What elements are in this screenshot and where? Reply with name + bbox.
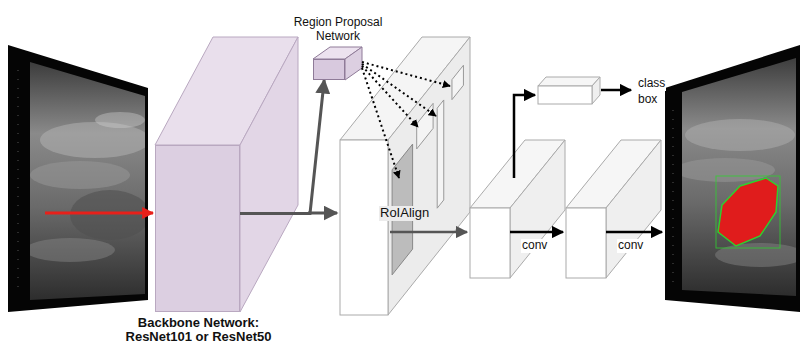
conv-label: conv bbox=[617, 239, 644, 253]
backbone-box: Backbone Network: ResNet101 or ResNet50 bbox=[155, 145, 240, 312]
output-image bbox=[665, 45, 805, 312]
head-block bbox=[470, 140, 565, 278]
output-label: box bbox=[637, 93, 658, 107]
rpn-block bbox=[313, 47, 362, 80]
node-label: Backbone Network: ResNet101 or ResNet50 bbox=[113, 316, 285, 343]
proposal-arrows bbox=[362, 62, 450, 178]
backbone-block bbox=[155, 37, 298, 312]
conv-label: conv bbox=[521, 239, 548, 253]
feature-arrow bbox=[308, 212, 337, 215]
feature-map bbox=[340, 37, 470, 315]
classifier-block bbox=[538, 77, 600, 104]
roialign-label: RoIAlign bbox=[379, 206, 430, 221]
output-label: class bbox=[637, 77, 666, 91]
rpn-box: Region Proposal Network bbox=[313, 59, 345, 80]
mask-block bbox=[566, 140, 661, 278]
conv-arrows bbox=[510, 90, 662, 232]
input-image bbox=[8, 45, 153, 312]
node-label: Region Proposal Network bbox=[282, 16, 394, 44]
connector-arrow bbox=[240, 80, 324, 213]
roialign-arrow bbox=[390, 231, 467, 234]
